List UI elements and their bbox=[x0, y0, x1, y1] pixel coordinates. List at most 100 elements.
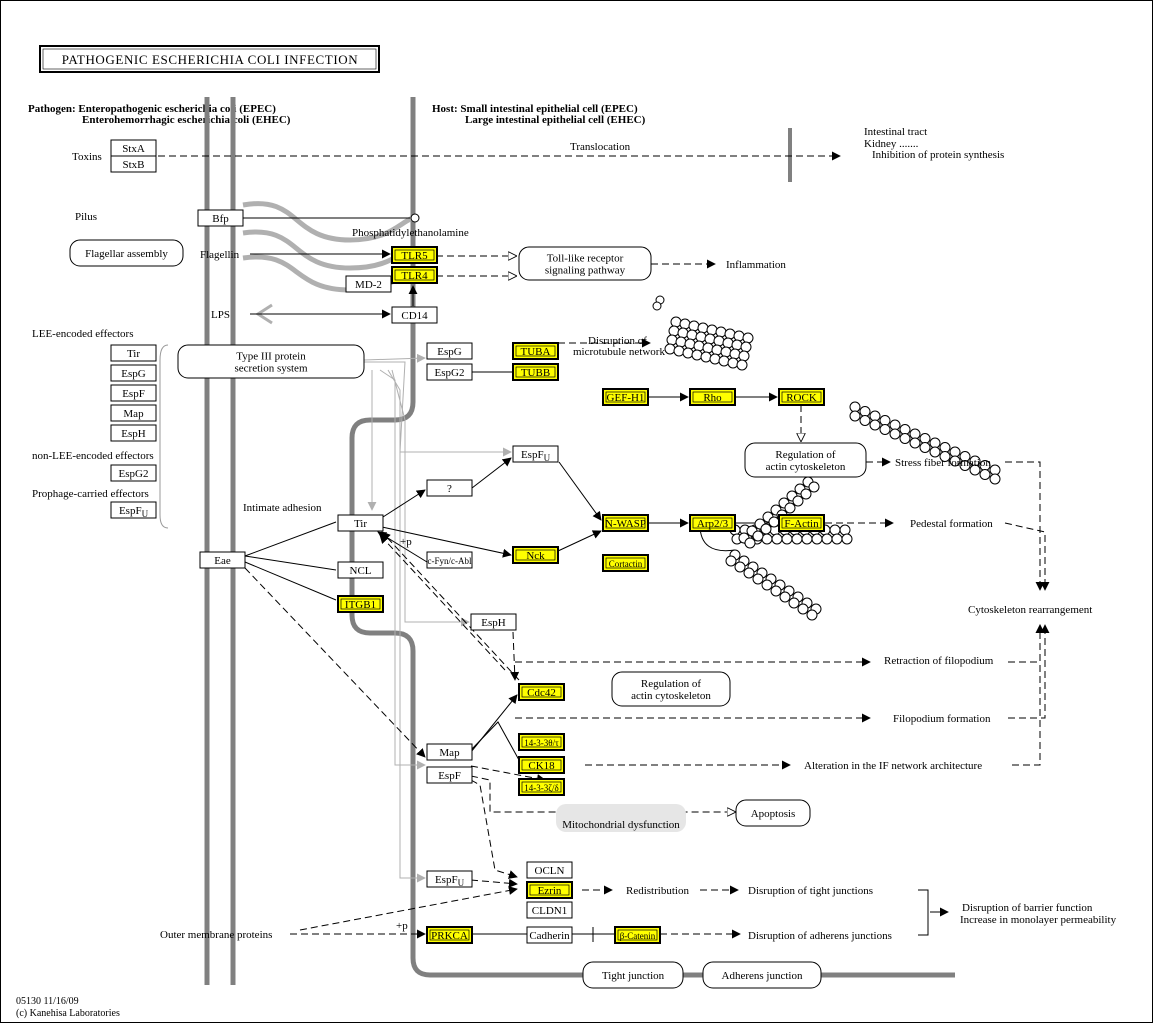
gene-cfyn[interactable]: c-Fyn/c-Abl bbox=[426, 551, 473, 569]
actin-bead bbox=[771, 533, 783, 545]
label-inflammation: Inflammation bbox=[726, 259, 786, 271]
label-retraction: Retraction of filopodium bbox=[884, 655, 994, 667]
gene-itgb1[interactable]: ITGB1 bbox=[337, 595, 384, 613]
gene-label: Tir bbox=[127, 348, 140, 360]
edge-41 bbox=[470, 721, 520, 761]
label-redistribution: Redistribution bbox=[626, 885, 689, 897]
gene-eae[interactable]: Eae bbox=[199, 551, 246, 569]
pathway-link-adherens[interactable]: Adherens junction bbox=[702, 961, 822, 989]
gene-lee-tir[interactable]: Tir bbox=[110, 344, 157, 362]
gene-lee-esph[interactable]: EspH bbox=[110, 424, 157, 442]
gene-lee-map[interactable]: Map bbox=[110, 404, 157, 422]
gene-label: EspFU bbox=[435, 874, 465, 888]
gene-cldn1[interactable]: CLDN1 bbox=[526, 901, 573, 919]
gene-lee-espg[interactable]: EspG bbox=[110, 364, 157, 382]
gene-label: TLR4 bbox=[401, 270, 428, 282]
gene-label: Bfp bbox=[212, 213, 229, 225]
gene-ywhaq[interactable]: 14-3-3θ/τ bbox=[518, 733, 565, 751]
map-title: PATHOGENIC ESCHERICHIA COLI INFECTION bbox=[62, 52, 359, 67]
gene-nonlee-espg2[interactable]: EspG2 bbox=[110, 464, 157, 482]
gene-ezrin[interactable]: Ezrin bbox=[526, 881, 573, 899]
gene-bfp[interactable]: Bfp bbox=[197, 209, 244, 227]
gene-nck[interactable]: Nck bbox=[512, 546, 559, 564]
gene-tlr5[interactable]: TLR5 bbox=[391, 246, 438, 264]
gene-md2[interactable]: MD-2 bbox=[345, 275, 392, 293]
microtubule-bead bbox=[675, 336, 687, 348]
gene-prkca[interactable]: PRKCA bbox=[426, 926, 473, 944]
microtubule-bead bbox=[704, 333, 716, 345]
gene-tir[interactable]: Tir bbox=[337, 514, 384, 532]
gene-espg[interactable]: EspG bbox=[426, 342, 473, 360]
gene-espfu-mid[interactable]: EspFU bbox=[512, 445, 559, 463]
microtubule-bead bbox=[688, 320, 700, 332]
gene-lee-espf[interactable]: EspF bbox=[110, 384, 157, 402]
gene-gefh1[interactable]: GEF-H1 bbox=[602, 388, 649, 406]
edge-22 bbox=[471, 457, 512, 489]
edge-35 bbox=[381, 531, 520, 681]
gene-tlr4[interactable]: TLR4 bbox=[391, 266, 438, 284]
pathway-link-flagellar[interactable]: Flagellar assembly bbox=[69, 239, 184, 267]
gene-ncl[interactable]: NCL bbox=[337, 561, 384, 579]
stress-fiber-bead bbox=[979, 469, 991, 480]
microtubule-bead bbox=[740, 341, 752, 353]
gene-ywhaz[interactable]: 14-3-3ζ/δ bbox=[518, 778, 565, 796]
gene-ocln[interactable]: OCLN bbox=[526, 861, 573, 879]
gene-label: Rho bbox=[703, 392, 722, 404]
gene-espg2[interactable]: EspG2 bbox=[426, 363, 473, 381]
label-flagellin: Flagellin bbox=[200, 249, 240, 261]
gene-label: Cortactin bbox=[609, 559, 643, 569]
gene-ck18[interactable]: CK18 bbox=[518, 756, 565, 774]
actin-bead bbox=[752, 530, 764, 542]
gene-cdc42[interactable]: Cdc42 bbox=[518, 683, 565, 701]
pathway-link-label: actin cytoskeleton bbox=[631, 690, 711, 702]
pathway-links: Flagellar assembly Toll-like receptorsign… bbox=[69, 239, 867, 989]
gene-tubb[interactable]: TUBB bbox=[512, 363, 559, 381]
gene-tuba[interactable]: TUBA bbox=[512, 342, 559, 360]
microtubule-bead bbox=[677, 327, 689, 339]
gene-bcatenin[interactable]: β-Catenin bbox=[614, 926, 661, 944]
gene-arp23[interactable]: Arp2/3 bbox=[689, 514, 736, 532]
gene-factin[interactable]: F-Actin bbox=[778, 514, 825, 532]
microtubule-bead bbox=[720, 346, 732, 358]
gene-espfu-low[interactable]: EspFU bbox=[426, 870, 473, 888]
gene-cortactin[interactable]: Cortactin bbox=[602, 554, 649, 572]
actin-bead bbox=[792, 495, 804, 507]
gene-stxb[interactable]: StxB bbox=[110, 155, 157, 173]
gene-label: β-Catenin bbox=[620, 931, 656, 941]
gene-rock[interactable]: ROCK bbox=[778, 388, 825, 406]
membranes bbox=[204, 97, 955, 985]
pathway-link-apoptosis[interactable]: Apoptosis bbox=[735, 799, 811, 827]
gene-label: EspH bbox=[481, 617, 506, 629]
pathway-link-tight[interactable]: Tight junction bbox=[582, 961, 684, 989]
microtubule-bead bbox=[711, 344, 723, 356]
pathway-link-mito[interactable]: Mitochondrial dysfunction bbox=[556, 804, 686, 832]
gene-rho[interactable]: Rho bbox=[689, 388, 736, 406]
microtubule-bead bbox=[686, 329, 698, 341]
gene-stxa[interactable]: StxA bbox=[110, 139, 157, 157]
gene-label: Arp2/3 bbox=[697, 518, 729, 530]
gene-phage-espfu[interactable]: EspFU bbox=[110, 501, 157, 519]
edge-20 bbox=[391, 369, 470, 627]
gene-label: c-Fyn/c-Abl bbox=[428, 556, 472, 566]
actin-filaments bbox=[652, 295, 1001, 621]
gene-label: CLDN1 bbox=[532, 905, 567, 917]
microtubule-bead bbox=[679, 318, 691, 330]
label-stress: Stress fiber formation bbox=[895, 457, 991, 469]
edge-43 bbox=[1008, 624, 1050, 719]
gene-espf[interactable]: EspF bbox=[426, 766, 473, 784]
gene-cd14[interactable]: CD14 bbox=[391, 306, 438, 324]
label-pilus: Pilus bbox=[75, 211, 97, 223]
gene-unknown[interactable]: ? bbox=[426, 479, 473, 497]
gene-map[interactable]: Map bbox=[426, 743, 473, 761]
gene-nwasp[interactable]: N-WASP bbox=[602, 514, 649, 532]
gene-cadherin[interactable]: Cadherin bbox=[526, 926, 573, 944]
gene-esph[interactable]: EspH bbox=[470, 613, 517, 631]
actin-bead bbox=[791, 533, 803, 545]
microtubule-bead bbox=[666, 334, 678, 346]
label-disrupt-mt-1: Disruption of bbox=[588, 335, 647, 347]
